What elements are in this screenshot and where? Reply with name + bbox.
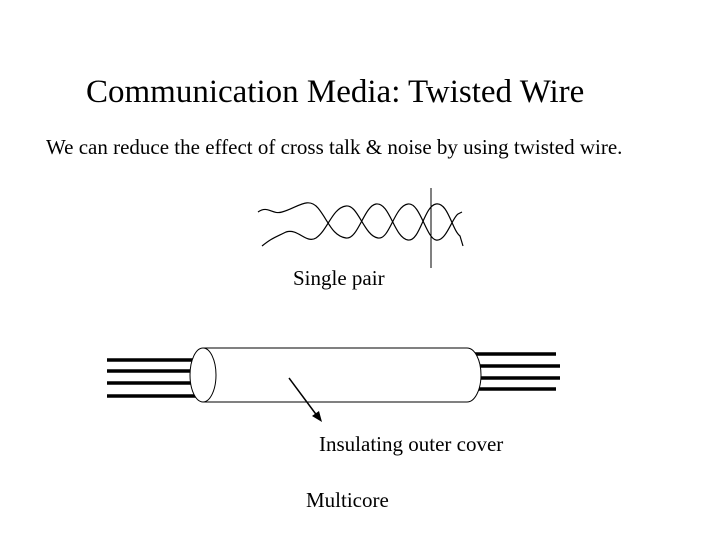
multicore-label: Multicore (306, 488, 389, 512)
single-pair-label: Single pair (293, 266, 385, 290)
cable-outer-cover (203, 347, 482, 403)
twisted-wire-strand-b (261, 203, 463, 247)
twisted-wire-strand-a (257, 202, 464, 247)
right-wire-bundle (468, 352, 560, 391)
cover-pointer-arrowhead (312, 411, 322, 422)
left-wire-bundle (107, 358, 200, 398)
slide-title: Communication Media: Twisted Wire (86, 74, 585, 110)
cover-label: Insulating outer cover (319, 432, 504, 456)
cover-pointer-arrow (288, 377, 319, 418)
slide-subtitle: We can reduce the effect of cross talk &… (46, 135, 623, 159)
cable-end-ellipse (189, 347, 217, 403)
